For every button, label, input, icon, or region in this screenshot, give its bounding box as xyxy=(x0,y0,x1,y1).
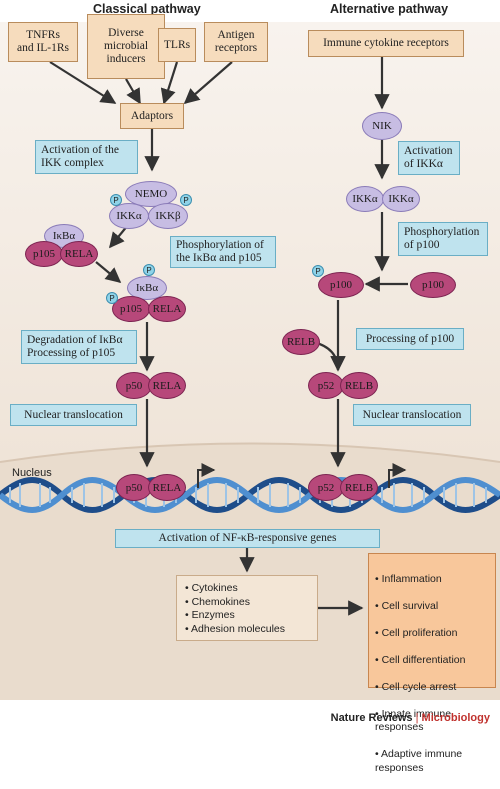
tlrs-box: TLRs xyxy=(158,28,196,62)
phosphate-marker: P xyxy=(312,265,324,277)
outcome-item: Innate immune responses xyxy=(375,708,489,735)
nucleus-label: Nucleus xyxy=(12,467,52,479)
activation-genes-label: Activation of NF-κB-responsive genes xyxy=(115,529,380,548)
journal-section: Microbiology xyxy=(421,712,490,724)
tnfr-il1r-box: TNFRs and IL-1Rs xyxy=(8,22,78,62)
footer-separator: | xyxy=(415,712,419,724)
product-item: Adhesion molecules xyxy=(185,623,309,637)
dna-helix xyxy=(0,477,500,513)
p50-subunit: p50 xyxy=(116,474,152,501)
rela-subunit: RELA xyxy=(60,241,98,267)
rela-subunit: RELA xyxy=(148,372,186,399)
p100-phosphorylated: p100 xyxy=(318,272,364,298)
phosphorylation-p100-label: Phosphorylation of p100 xyxy=(398,222,488,256)
phosphate-marker: P xyxy=(180,194,192,206)
product-item: Cytokines xyxy=(185,582,309,596)
nuclear-translocation-right-label: Nuclear translocation xyxy=(353,404,471,426)
activation-ikka-label: Activation of IKKα xyxy=(398,141,460,175)
product-item: Chemokines xyxy=(185,596,309,610)
nfkb-diagram: Classical pathway Alternative pathway TN… xyxy=(0,0,500,733)
ikk-activation-label: Activation of the IKK complex xyxy=(35,140,138,174)
p52-subunit: p52 xyxy=(308,372,344,399)
p52-subunit: p52 xyxy=(308,474,344,501)
ikka-subunit: IKKα xyxy=(346,186,384,212)
rela-subunit: RELA xyxy=(148,474,186,501)
phosphorylation-ikba-label: Phosphorylation of the IκBα and p105 xyxy=(170,236,276,268)
ikka-subunit: IKKα xyxy=(382,186,420,212)
phosphate-marker: P xyxy=(143,264,155,276)
outcome-item: Cell survival xyxy=(375,600,489,614)
cytokine-receptors-box: Immune cytokine receptors xyxy=(308,30,464,57)
phosphate-marker: P xyxy=(106,292,118,304)
nuclear-translocation-left-label: Nuclear translocation xyxy=(10,404,137,426)
processing-p100-label: Processing of p100 xyxy=(356,328,464,350)
rela-subunit: RELA xyxy=(148,296,186,322)
p100-subunit: p100 xyxy=(410,272,456,298)
adaptors-box: Adaptors xyxy=(120,103,184,129)
journal-name: Nature Reviews xyxy=(330,712,413,724)
outcome-item: Adaptive immune responses xyxy=(375,748,489,775)
phosphate-marker: P xyxy=(110,194,122,206)
ikka-subunit: IKKα xyxy=(109,203,149,229)
journal-footer: Nature Reviews | Microbiology xyxy=(331,712,490,724)
relb-subunit: RELB xyxy=(340,474,378,501)
degradation-label: Degradation of IκBα Processing of p105 xyxy=(21,330,137,364)
outcome-item: Inflammation xyxy=(375,573,489,587)
outcome-item: Cell differentiation xyxy=(375,654,489,668)
ikkb-subunit: IKKβ xyxy=(148,203,188,229)
p50-subunit: p50 xyxy=(116,372,152,399)
relb-subunit: RELB xyxy=(282,329,320,355)
p105-subunit: p105 xyxy=(112,296,150,322)
transcription-arrows xyxy=(197,463,407,488)
antigen-receptors-box: Antigen receptors xyxy=(204,22,268,62)
alternative-pathway-header: Alternative pathway xyxy=(330,2,449,16)
relb-subunit: RELB xyxy=(340,372,378,399)
outcome-item: Cell proliferation xyxy=(375,627,489,641)
product-item: Enzymes xyxy=(185,609,309,623)
microbial-inducers-box: Diverse microbial inducers xyxy=(87,14,165,79)
classical-pathway-header: Classical pathway xyxy=(93,2,201,16)
nik-kinase: NIK xyxy=(362,112,402,140)
outcome-item: Cell cycle arrest xyxy=(375,681,489,695)
nemo-subunit: NEMO xyxy=(125,181,177,207)
gene-products-box: Cytokines Chemokines Enzymes Adhesion mo… xyxy=(176,575,318,641)
cellular-outcomes-box: Inflammation Cell survival Cell prolifer… xyxy=(368,553,496,774)
ikba-subunit: IκBα xyxy=(127,276,167,300)
p105-subunit: p105 xyxy=(25,241,63,267)
